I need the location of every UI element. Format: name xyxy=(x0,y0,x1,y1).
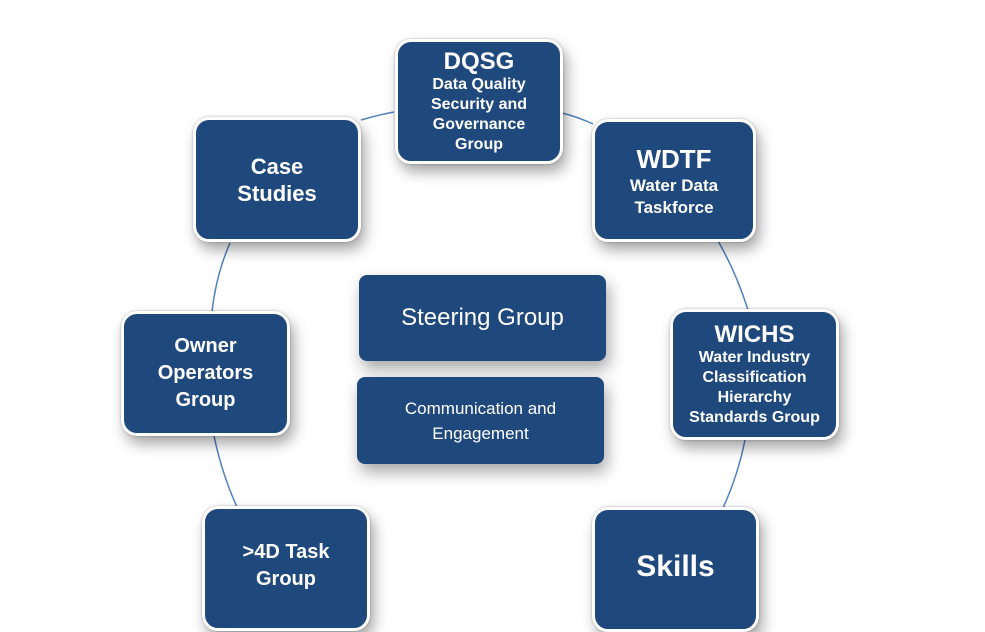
owner-operators-box[interactable]: Owner Operators Group xyxy=(121,311,290,436)
wdtf-line: Taskforce xyxy=(634,197,714,217)
wichs-line: Hierarchy xyxy=(717,389,792,406)
owner-operators-line: Owner xyxy=(174,335,237,357)
wdtf-box[interactable]: WDTF Water Data Taskforce xyxy=(592,119,756,242)
owner-operators-line: Group xyxy=(175,389,236,411)
case-studies-line: Studies xyxy=(237,180,317,206)
task-4d-line: >4D Task xyxy=(242,541,330,563)
connector-wdtf-wichs xyxy=(717,240,749,311)
owner-operators-line: Operators xyxy=(157,362,254,384)
wichs-title: WICHS xyxy=(714,321,795,348)
dqsg-line: Security and xyxy=(430,96,528,113)
wichs-box[interactable]: WICHS Water Industry Classification Hier… xyxy=(670,309,839,440)
connector-lines xyxy=(211,111,749,509)
skills-box[interactable]: Skills xyxy=(592,507,759,632)
connector-case-owner xyxy=(211,242,231,313)
steering-group-box[interactable]: Steering Group xyxy=(359,275,606,361)
connector-owner-4d xyxy=(213,435,238,508)
connector-case-dqsg xyxy=(360,111,395,121)
connector-dqsg-wdtf xyxy=(561,112,594,125)
wdtf-line: Water Data xyxy=(629,175,719,195)
dqsg-title: DQSG xyxy=(443,48,515,75)
case-studies-line: Case xyxy=(250,153,304,179)
case-studies-box[interactable]: Case Studies xyxy=(193,117,361,242)
dqsg-box[interactable]: DQSG Data Quality Security and Governanc… xyxy=(395,39,563,164)
task-4d-box[interactable]: >4D Task Group xyxy=(202,506,370,631)
communication-engagement-box[interactable]: Communication and Engagement xyxy=(357,377,604,464)
connector-wichs-skills xyxy=(722,439,746,509)
wichs-line: Standards Group xyxy=(689,409,820,426)
dqsg-line: Data Quality xyxy=(432,76,526,93)
steering-group-label: Steering Group xyxy=(401,304,564,331)
wichs-line: Classification xyxy=(702,369,807,386)
wdtf-title: WDTF xyxy=(636,143,712,174)
wichs-line: Water Industry xyxy=(698,349,811,366)
engagement-line: Engagement xyxy=(432,423,529,443)
dqsg-line: Group xyxy=(455,136,503,153)
communication-line: Communication and xyxy=(404,398,557,418)
dqsg-line: Governance xyxy=(432,116,526,133)
skills-title: Skills xyxy=(636,550,715,583)
